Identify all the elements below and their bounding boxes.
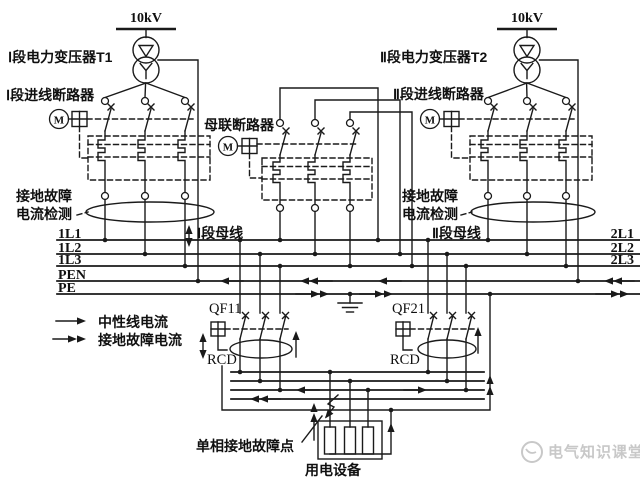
junction-dots	[102, 237, 581, 413]
legend: 中性线电流 接地故障电流	[52, 314, 182, 348]
qf11-label: QF11	[209, 301, 242, 317]
watermark-logo-icon	[521, 441, 543, 463]
fault-current-arrow-icon	[52, 335, 86, 343]
load-label: 用电设备	[305, 462, 362, 478]
motor-letter-tie: M	[223, 142, 234, 154]
bus-label-pe: PE	[58, 281, 76, 296]
rcd-right-label: RCD	[390, 352, 420, 368]
bus-tie-breaker: M	[217, 87, 413, 267]
bus-section2-label: Ⅱ段母线	[432, 225, 481, 241]
qf21-label: QF21	[392, 301, 425, 317]
t1-label: Ⅰ段电力变压器T1	[8, 49, 113, 65]
bus-label-2l3: 2L3	[611, 253, 634, 268]
motor-letter-1: M	[54, 115, 65, 127]
feeder-qf11	[210, 239, 293, 391]
gf-detect-left-2: 电流检测	[16, 206, 72, 222]
watermark-text: 电气知识课堂	[548, 443, 640, 461]
fault-point-label: 单相接地故障点	[196, 438, 294, 454]
gf-detect-right-1: 接地故障	[402, 188, 458, 204]
incoming-breaker-1: M	[48, 96, 211, 267]
legend-neutral-label: 中性线电流	[98, 314, 168, 330]
gf-detect-right-2: 电流检测	[402, 206, 458, 222]
gf-detect-left-1: 接地故障	[16, 188, 72, 204]
incoming-breaker-1-label: Ⅰ段进线断路器	[6, 87, 95, 103]
ct-right	[460, 201, 596, 223]
bus-section1-label: Ⅰ段母线	[197, 225, 243, 241]
transformer-t1	[104, 36, 199, 282]
hv-source-left: 10kV	[116, 11, 176, 39]
tie-breaker-label: 母联断路器	[204, 117, 275, 133]
fault-point	[301, 394, 339, 443]
sub-distribution	[221, 293, 491, 411]
neutral-current-arrow-icon	[55, 317, 86, 325]
ct-left	[76, 201, 215, 223]
legend-fault-label: 接地故障电流	[98, 332, 182, 348]
ground-symbol	[337, 293, 363, 313]
bus-label-2l1: 2L1	[611, 227, 634, 242]
transformer-t2	[487, 36, 579, 282]
bus-label-1l2: 1L2	[58, 241, 81, 256]
incoming-breaker-2-label: Ⅱ段进线断路器	[393, 86, 485, 102]
flow-arrows	[185, 225, 635, 441]
bus-label-1l1: 1L1	[58, 227, 81, 242]
motor-letter-2: M	[425, 115, 436, 127]
hv-label-left: 10kV	[130, 11, 162, 26]
watermark: 电气知识课堂	[521, 441, 640, 463]
rcd-left-label: RCD	[207, 352, 237, 368]
hv-source-right: 10kV	[497, 11, 557, 39]
bus-label-2l2: 2L2	[611, 241, 634, 256]
t2-label: Ⅱ段电力变压器T2	[380, 49, 487, 65]
feeder-qf21	[395, 239, 477, 391]
bus-label-pen: PEN	[58, 268, 86, 283]
hv-label-right: 10kV	[511, 11, 543, 26]
bus-label-1l3: 1L3	[58, 253, 81, 268]
incoming-breaker-2: M	[419, 96, 593, 267]
